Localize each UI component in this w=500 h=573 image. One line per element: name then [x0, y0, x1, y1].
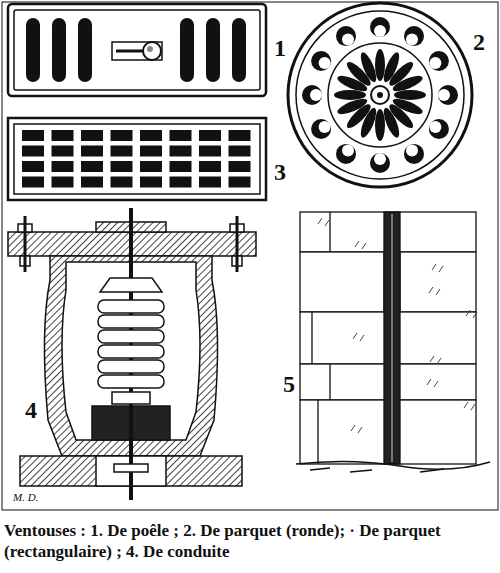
stove-vent [8, 4, 266, 96]
callout-number: 1 [273, 36, 287, 60]
callout-number: 2 [472, 30, 486, 54]
signature: M. D. [12, 492, 39, 503]
rectangular-vent [8, 118, 266, 200]
callout-number: 4 [24, 398, 38, 422]
round-vent [288, 3, 472, 187]
callout-number: 3 [273, 160, 287, 184]
callout-number: 5 [282, 372, 296, 396]
wall-vent [296, 212, 490, 472]
pipe-air-valve [8, 208, 256, 500]
caption: Ventouses : 1. De poêle ; 2. De parquet … [4, 520, 496, 562]
